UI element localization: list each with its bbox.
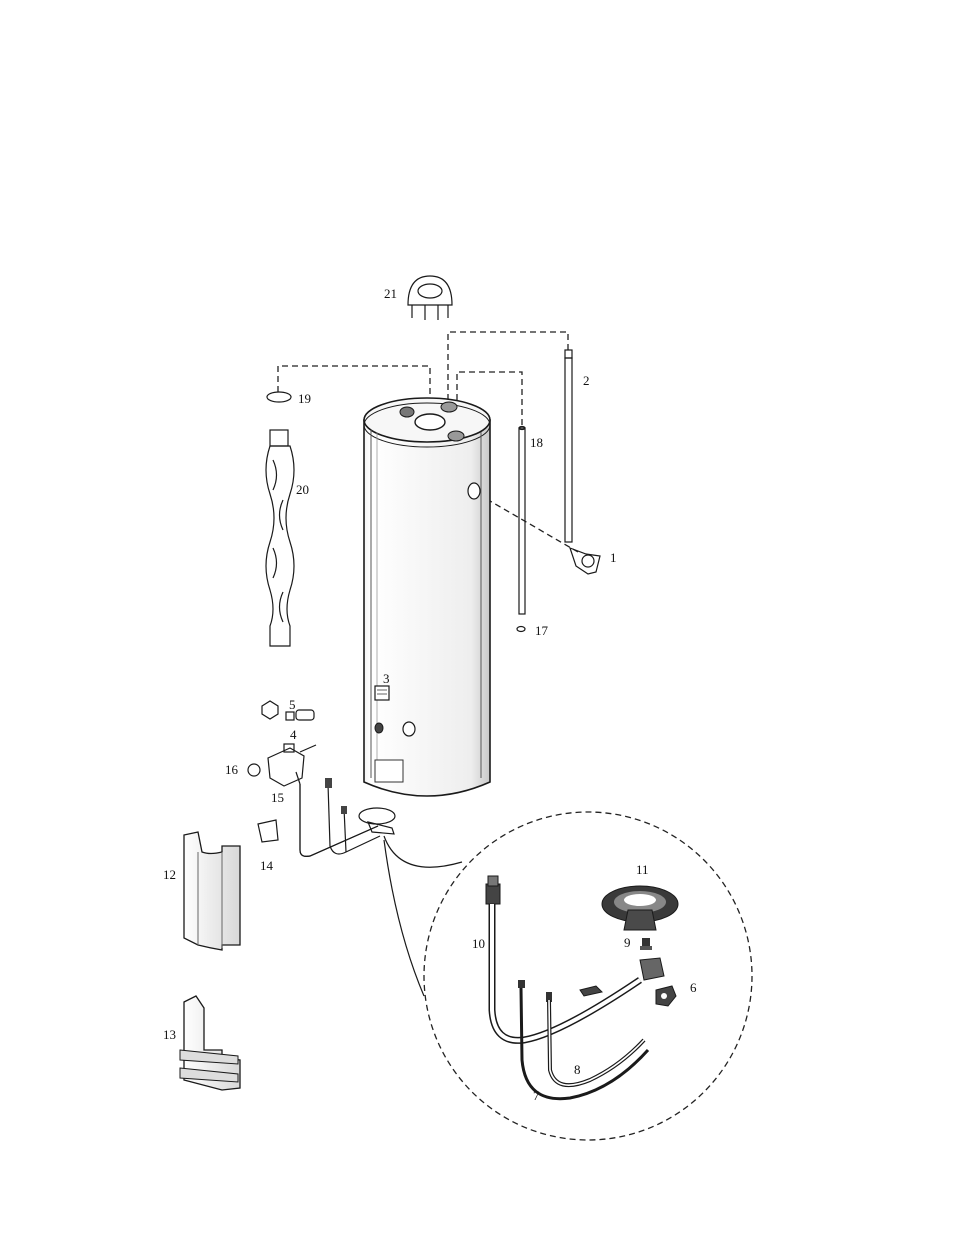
part-label: 12 [163,867,176,882]
part-label: 5 [289,697,296,712]
part-label: 3 [383,671,390,686]
water-heater-tank [364,398,490,796]
part-label: 14 [260,858,274,873]
part-label: 13 [163,1027,176,1042]
part-label: 4 [290,727,297,742]
part-label: 9 [624,935,631,950]
part-label: 7 [533,1088,540,1103]
part-label: 8 [574,1062,581,1077]
part-label: 21 [384,286,397,301]
part-label: 16 [225,762,239,777]
part-label: 17 [535,623,549,638]
part-label: 2 [583,373,590,388]
part-label: 18 [530,435,543,450]
part-label: 11 [636,862,649,877]
part-label: 10 [472,936,485,951]
part-label: 6 [690,980,697,995]
part-label: 1 [610,550,617,565]
part-label: 20 [296,482,309,497]
part-label: 15 [271,790,284,805]
part-label: 19 [298,391,311,406]
